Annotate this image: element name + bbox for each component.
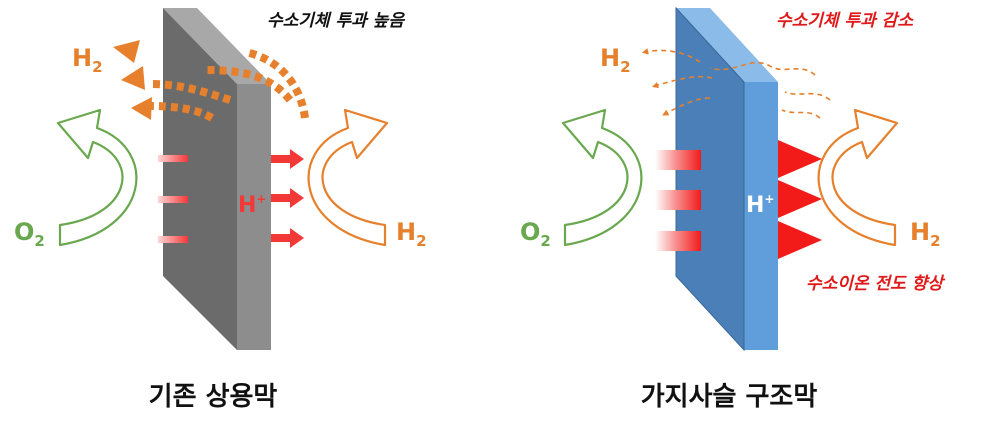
proton-arrow [778, 140, 822, 178]
panel-caption: 가지사슬 구조막 [641, 382, 818, 412]
proton-arrows [271, 149, 304, 248]
h2-curved-arrow [307, 108, 389, 247]
top-note: 수소기체 투과 높음 [267, 11, 405, 31]
crossover-wave-left-1 [641, 48, 701, 63]
o2-curved-arrow [561, 108, 643, 247]
hydrogen-crossover-arrows [147, 48, 309, 122]
crossover-arrowheads [113, 40, 152, 120]
panel-conventional: H2 O2 H2 H+ 수소기체 투과 높음 기존 상용막 [14, 8, 427, 412]
conventional-membrane [163, 8, 271, 350]
proton-label: H+ [238, 192, 266, 218]
h2-right-label: H2 [396, 218, 427, 250]
proton-channel [158, 236, 188, 243]
h2-top-label: H2 [72, 44, 103, 76]
membrane-side-face [237, 84, 271, 350]
proton-channels [158, 155, 188, 243]
membrane-front-face [675, 6, 745, 352]
panel-caption: 기존 상용막 [149, 382, 278, 412]
proton-arrow [778, 221, 822, 259]
panel-branched: H2 O2 H2 H+ 수소기체 투과 감소 수소이온 전도 향상 가지사슬 구… [520, 6, 945, 412]
proton-channel [158, 155, 188, 162]
h2-curved-arrow [817, 108, 899, 247]
crossover-head-2 [121, 66, 145, 90]
crossover-wave-2 [784, 91, 831, 101]
membrane-side-face [744, 82, 778, 350]
proton-channel [655, 150, 701, 170]
proton-channel [655, 231, 701, 251]
o2-curved-arrow [56, 108, 138, 247]
h2-top-label: H2 [600, 44, 631, 76]
proton-arrow [271, 188, 304, 208]
crossover-wave-left-3 [662, 97, 711, 116]
top-note: 수소기체 투과 감소 [776, 11, 914, 31]
proton-channel [655, 190, 701, 210]
crossover-wave-1 [709, 61, 816, 76]
proton-arrows [778, 140, 822, 259]
o2-label: O2 [520, 218, 551, 250]
branched-membrane [675, 6, 778, 352]
h2-right-label: H2 [910, 218, 941, 250]
crossover-head-3 [131, 97, 152, 120]
crossover-arrow-4 [147, 102, 215, 122]
bottom-note: 수소이온 전도 향상 [806, 274, 945, 294]
reduced-crossover-lines [641, 48, 831, 119]
proton-arrow [778, 180, 822, 218]
crossover-wave-left-2 [651, 75, 713, 89]
proton-label: H+ [746, 192, 774, 218]
crossover-wave-3 [781, 109, 821, 119]
proton-channels [655, 150, 701, 251]
proton-arrow [271, 149, 304, 169]
crossover-arrow-1 [244, 48, 309, 119]
crossover-head-1 [113, 40, 140, 63]
o2-label: O2 [14, 218, 45, 250]
proton-channel [158, 196, 188, 203]
crossover-arrow-3 [151, 80, 232, 104]
membrane-top-face [163, 8, 271, 84]
proton-arrow [271, 228, 304, 248]
